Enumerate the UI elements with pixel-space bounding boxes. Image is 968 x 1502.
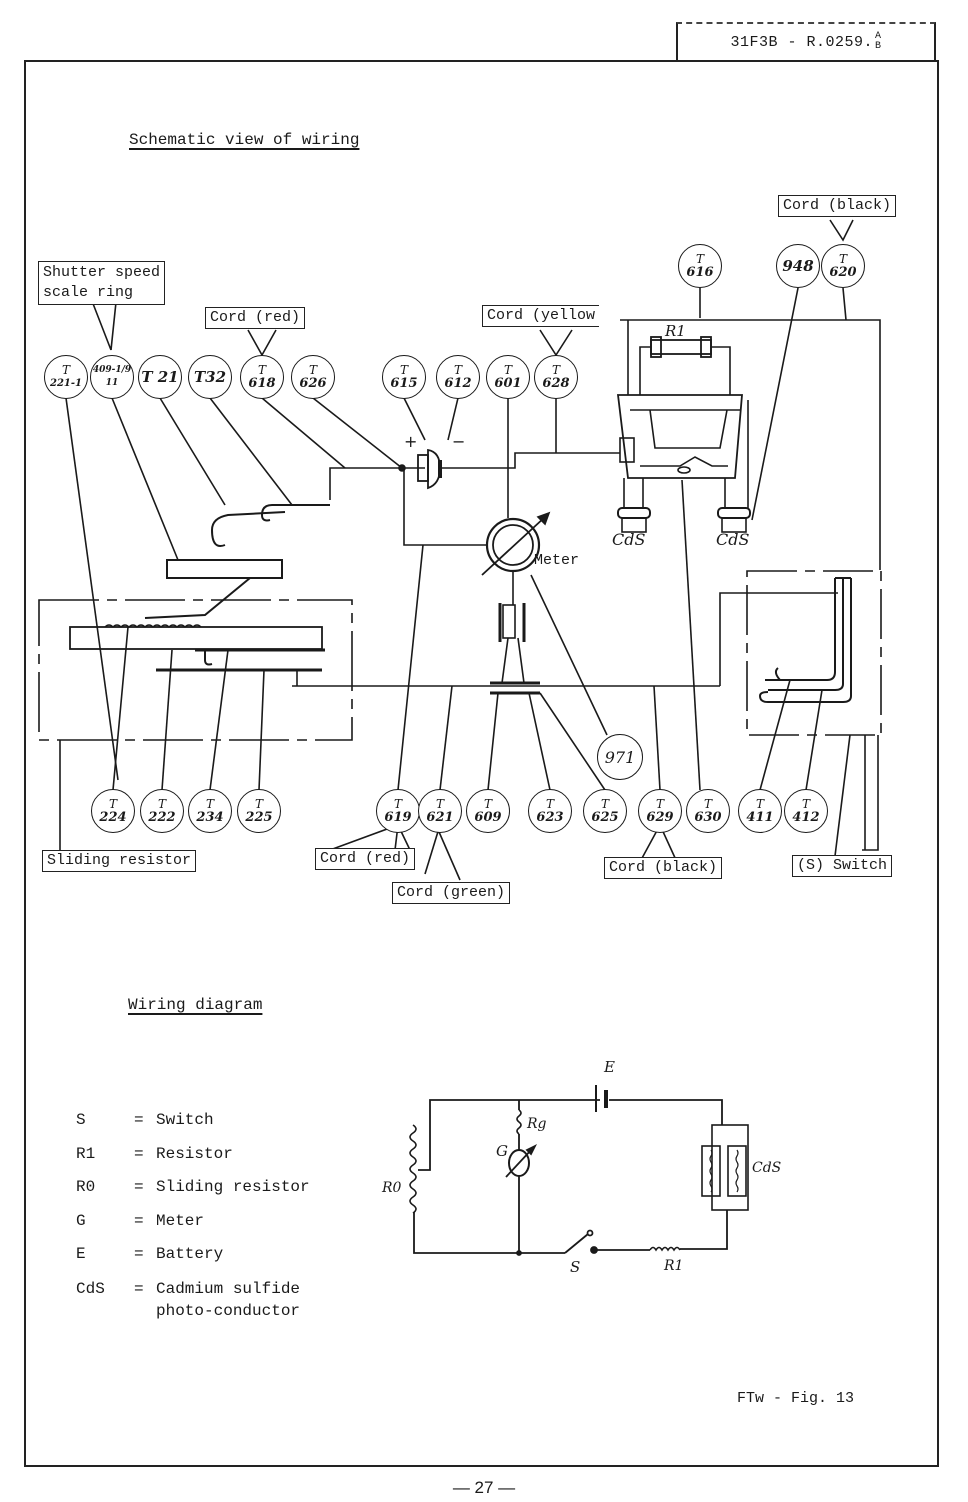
callout-switch: (S) Switch — [792, 855, 893, 877]
meter-label: Meter — [534, 552, 580, 569]
document-id-fraction: A B — [875, 31, 882, 52]
legend-item-switch: S=Switch — [76, 1111, 214, 1129]
terminal-t-21: T 21 — [138, 355, 182, 399]
sliding-resistor-symbol — [409, 1124, 417, 1214]
symbol-rg: Rg — [527, 1116, 547, 1132]
terminal-971: 971 — [597, 734, 643, 780]
document-id: 31F3B - R.0259. A B — [676, 22, 936, 60]
symbol-g: G — [496, 1142, 508, 1160]
legend: S=Switch R1=Resistor R0=Sliding resistor… — [76, 1104, 310, 1322]
cds-right-label: CdS — [716, 530, 750, 549]
figure-label: FTw - Fig. 13 — [737, 1390, 855, 1407]
legend-item-meter: G=Meter — [76, 1211, 205, 1230]
schematic-heading: Schematic view of wiring — [129, 131, 360, 149]
symbol-r1: R1 — [664, 1258, 684, 1274]
callout-cord-green: Cord (green) — [392, 882, 511, 904]
cds-left-label: CdS — [612, 530, 646, 549]
document-id-text: 31F3B - R.0259. — [730, 33, 873, 51]
callout-cord-black-top: Cord (black) — [778, 195, 897, 217]
callout-sliding-resistor: Sliding resistor — [42, 850, 197, 872]
terminal-409-1-911: 409-1/911 — [90, 355, 134, 399]
legend-item-resistor: R1=Resistor — [76, 1144, 233, 1163]
page-frame — [24, 60, 939, 1467]
legend-item-battery: E=Battery — [76, 1245, 224, 1263]
cds-assembly — [616, 336, 751, 533]
callout-cord-red-bottom: Cord (red) — [315, 848, 416, 870]
callout-cord-red-top: Cord (red) — [205, 307, 306, 329]
callout-cord-black-bottom: Cord (black) — [604, 857, 723, 879]
symbol-e: E — [604, 1058, 615, 1076]
page-number: — 27 — — [452, 1478, 516, 1497]
top-wires — [65, 287, 847, 781]
rg-resistor-symbol — [516, 1109, 522, 1135]
cds-symbol — [711, 1124, 749, 1211]
symbol-r0: R0 — [382, 1180, 402, 1196]
wiring-diagram-heading: Wiring diagram — [128, 996, 263, 1014]
symbol-s: S — [570, 1258, 581, 1276]
terminal-948: 948 — [776, 244, 820, 288]
switch-arm — [564, 1233, 589, 1254]
r1-resistor-symbol — [649, 1246, 681, 1252]
legend-item-sliding-resistor: R0=Sliding resistor — [76, 1178, 310, 1196]
symbol-cds: CdS — [752, 1160, 782, 1176]
minus-label: − — [452, 432, 466, 451]
callout-cord-yellow: Cord (yellow — [482, 305, 600, 327]
terminal-t32: T32 — [188, 355, 232, 399]
battery-icon — [398, 448, 442, 490]
callout-shutter-speed-scale-ring: Shutter speed scale ring — [38, 261, 166, 305]
meter-icon — [481, 511, 551, 605]
r1-label: R1 — [665, 322, 686, 340]
plus-label: + — [404, 432, 418, 451]
